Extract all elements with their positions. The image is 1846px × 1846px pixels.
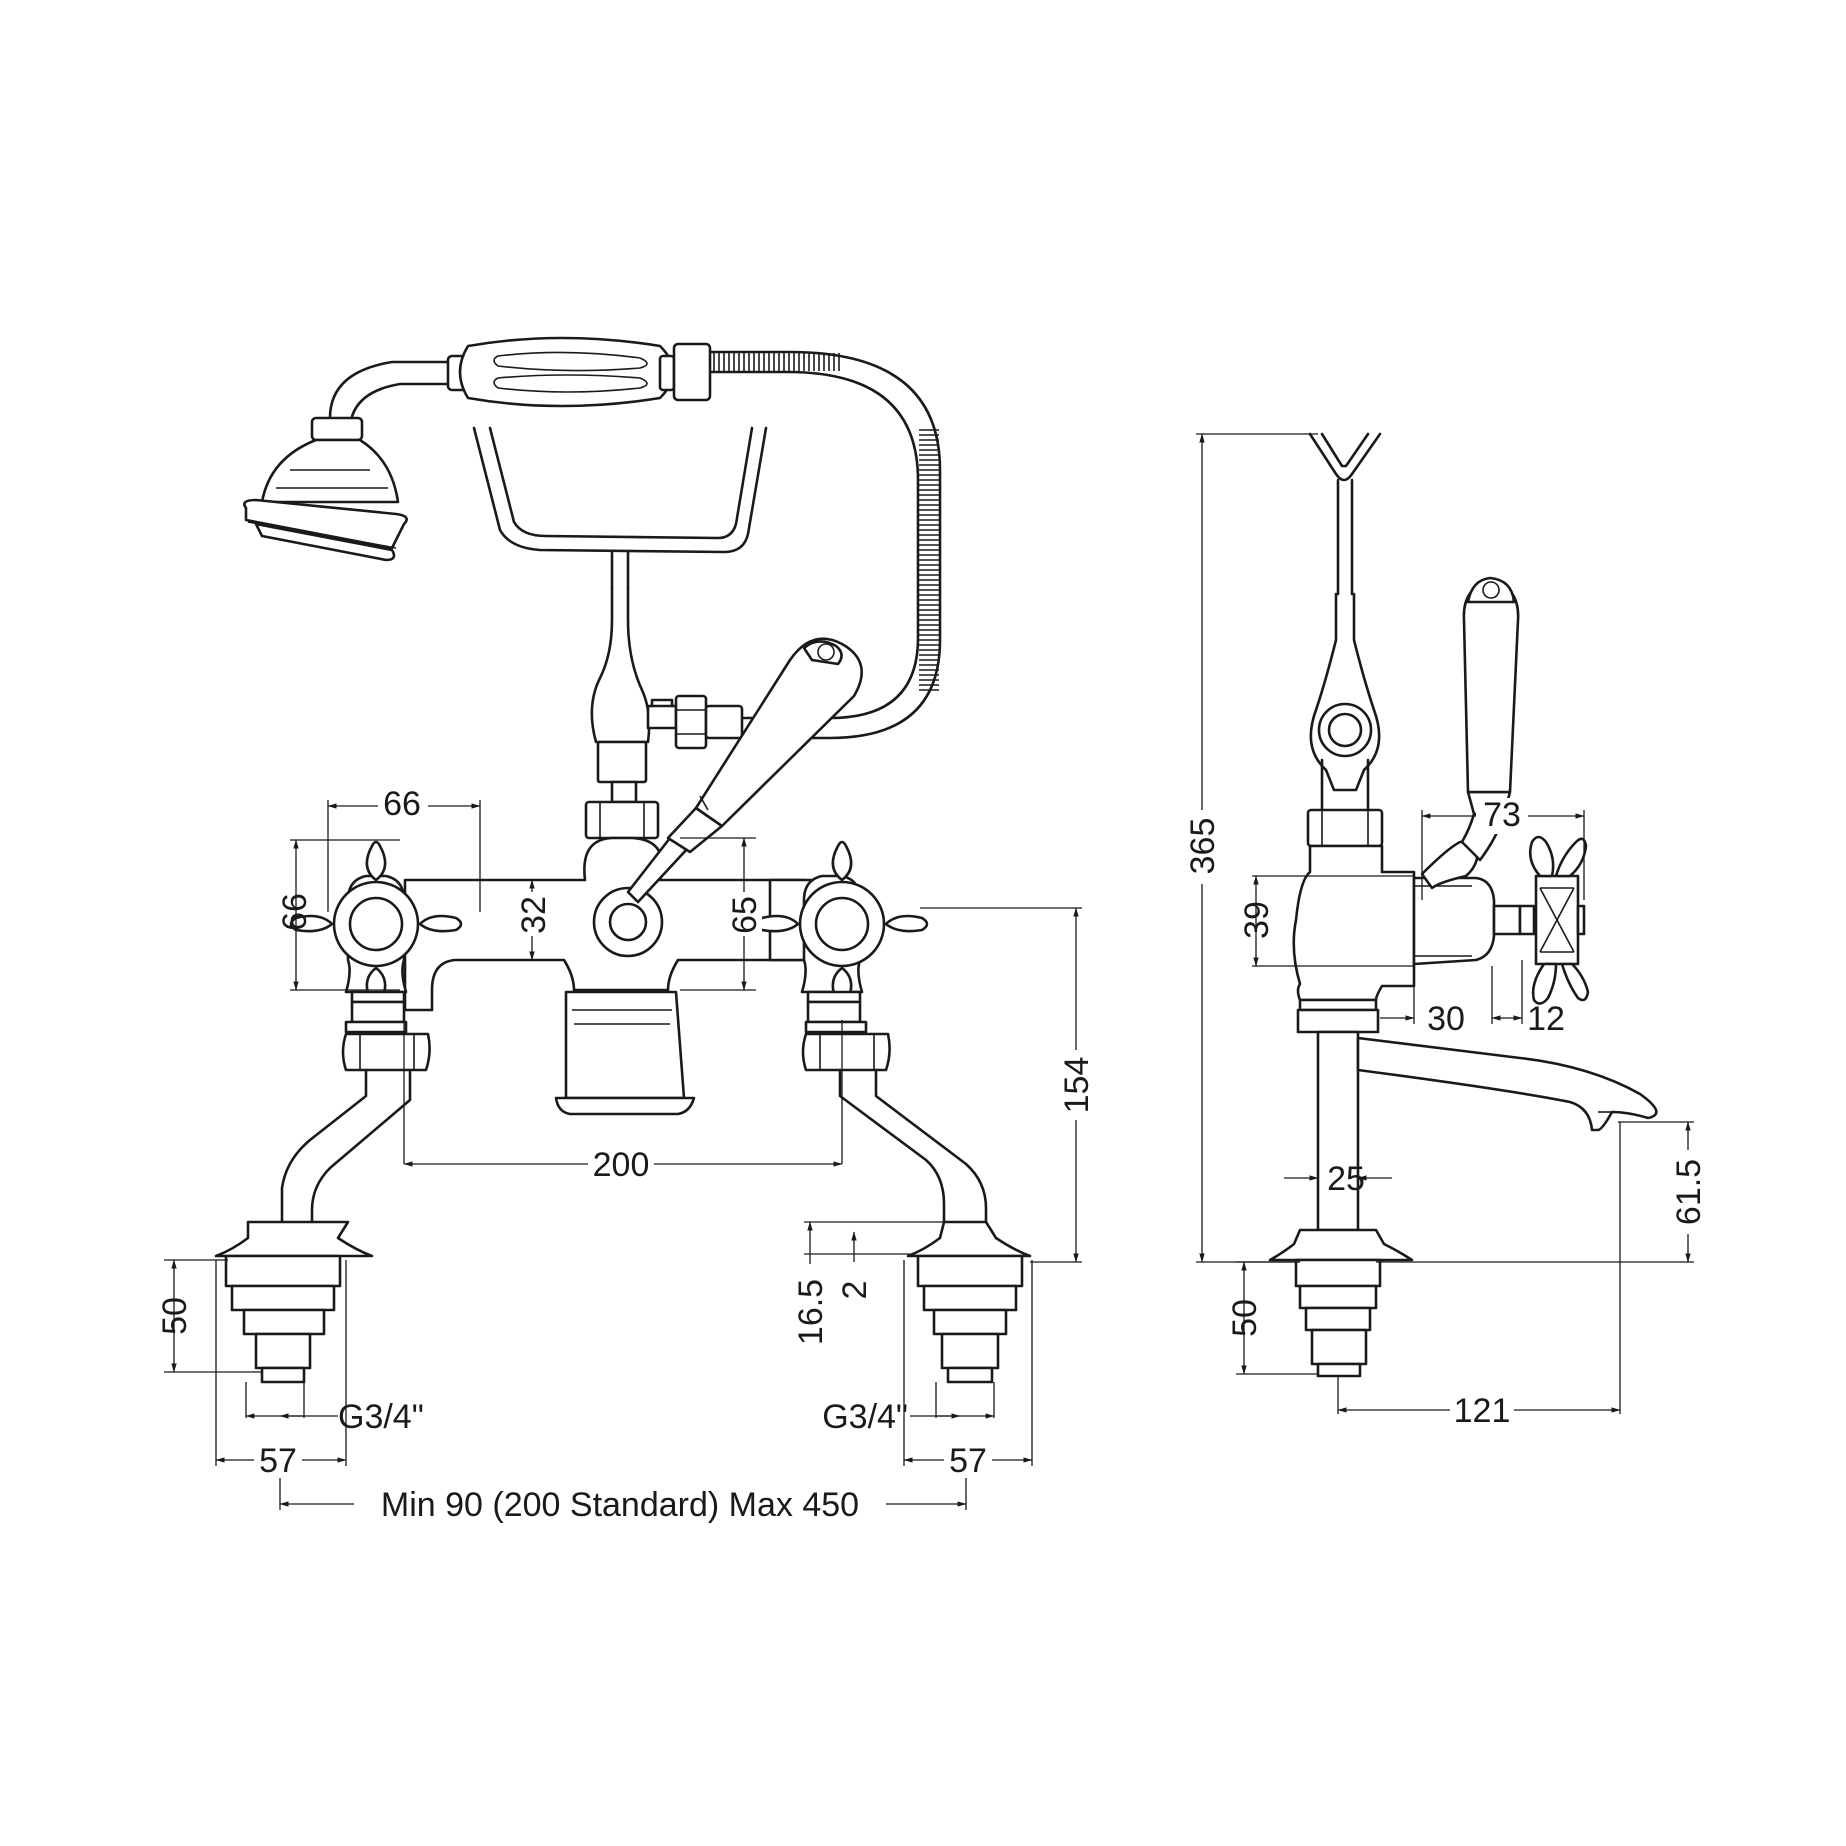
dim-side-30: 30 (1427, 1000, 1465, 1038)
dim-front-57-right: 57 (949, 1442, 987, 1480)
lever-handle (626, 637, 863, 904)
dimension-labels: 66 66 32 65 154 200 50 16.5 2 G3/4" G3/4… (156, 785, 1708, 1524)
dim-front-16-5: 16.5 (792, 1279, 830, 1345)
shower-hose (706, 350, 942, 740)
side-cross-handle (1518, 835, 1590, 1005)
shower-handset (243, 336, 712, 562)
dim-side-25: 25 (1327, 1160, 1365, 1198)
dim-front-200: 200 (593, 1146, 650, 1184)
left-valve (214, 840, 463, 1384)
dim-front-left-66: 66 (276, 893, 314, 931)
dim-front-centres: Min 90 (200 Standard) Max 450 (381, 1486, 859, 1524)
dim-front-65: 65 (726, 896, 764, 934)
side-spout-and-stem (1268, 998, 1658, 1378)
front-view (214, 336, 1032, 1384)
dim-side-50: 50 (1226, 1299, 1264, 1337)
dim-front-50: 50 (156, 1297, 194, 1335)
dim-side-365: 365 (1184, 818, 1222, 875)
dim-side-121: 121 (1454, 1392, 1511, 1430)
side-cradle (1308, 432, 1382, 812)
handset-cradle (472, 426, 768, 804)
side-body (1292, 808, 1522, 1002)
diverter-outlet (646, 694, 744, 750)
right-valve (755, 840, 1032, 1384)
dim-front-top-66: 66 (383, 785, 421, 823)
side-lever (1420, 576, 1520, 890)
dim-side-73: 73 (1483, 796, 1521, 834)
dim-side-12: 12 (1527, 1000, 1565, 1038)
dim-front-57-left: 57 (259, 1442, 297, 1480)
dim-front-thread-left: G3/4" (338, 1398, 424, 1436)
dim-front-32: 32 (515, 896, 553, 934)
dim-front-2: 2 (836, 1281, 874, 1300)
dim-front-thread-right: G3/4" (822, 1398, 908, 1436)
dim-front-154: 154 (1058, 1057, 1096, 1114)
side-view (1268, 432, 1658, 1378)
dim-side-61-5: 61.5 (1670, 1159, 1708, 1225)
mixer-body (403, 800, 842, 1116)
dim-side-39: 39 (1238, 901, 1276, 939)
